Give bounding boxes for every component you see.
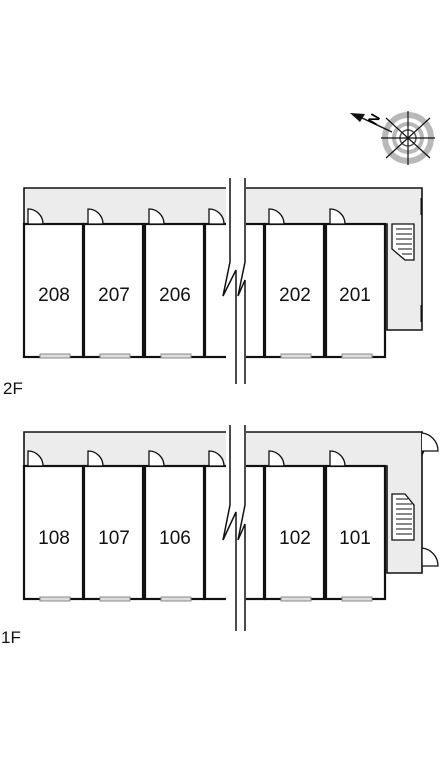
stairs-icon: [391, 493, 415, 541]
room-label: 208: [38, 285, 70, 306]
room-108: [22, 464, 85, 601]
floor-label: 1F: [1, 628, 21, 647]
break-mark: [222, 425, 246, 631]
room-label: 107: [98, 528, 130, 549]
room-label: 202: [279, 285, 311, 306]
room-106: [143, 464, 206, 601]
north-label: N: [364, 111, 383, 128]
room-201: [324, 222, 387, 359]
compass-icon: N: [350, 111, 435, 165]
room-107: [82, 464, 145, 601]
stairs-icon: [391, 223, 415, 261]
room-101: [324, 464, 387, 601]
room-label: 207: [98, 285, 130, 306]
room-207: [82, 222, 145, 359]
floor-1f-building: 108 107 106 102 101 1F: [1, 425, 439, 647]
room-label: 108: [38, 528, 70, 549]
room-102: [263, 464, 326, 601]
room-label: 101: [339, 528, 371, 549]
room-label: 206: [159, 285, 191, 306]
floor-label: 2F: [3, 379, 23, 398]
break-mark: [222, 178, 246, 384]
room-label: 201: [339, 285, 371, 306]
floor-2f-building: 208 207 206 202 201 2F: [3, 178, 423, 398]
room-label: 106: [159, 528, 191, 549]
room-label: 102: [279, 528, 311, 549]
room-202: [263, 222, 326, 359]
